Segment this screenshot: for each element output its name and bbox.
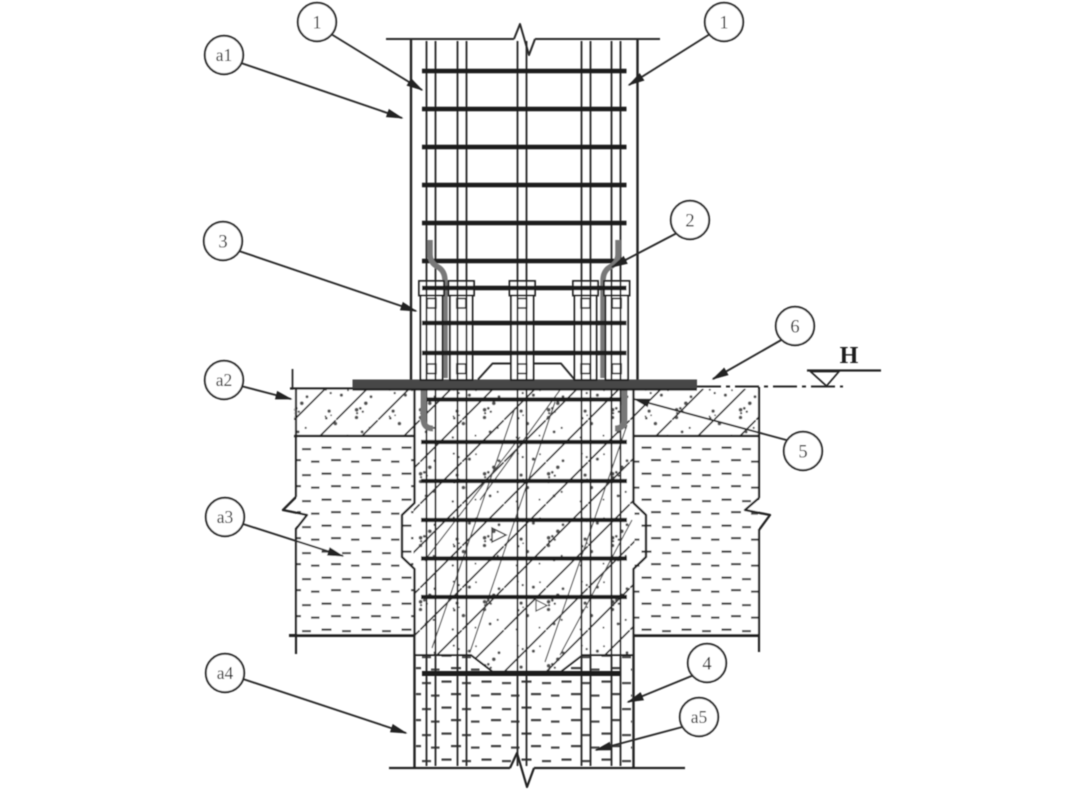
svg-text:a1: a1 [216, 45, 233, 65]
svg-text:a3: a3 [217, 507, 234, 527]
svg-text:2: 2 [685, 211, 694, 231]
svg-text:a2: a2 [216, 370, 233, 390]
svg-text:3: 3 [218, 232, 227, 252]
svg-text:H: H [840, 343, 859, 369]
svg-text:5: 5 [798, 442, 807, 462]
svg-text:1: 1 [312, 13, 321, 33]
svg-text:a5: a5 [691, 707, 708, 727]
svg-text:4: 4 [702, 654, 711, 674]
svg-text:1: 1 [719, 13, 728, 33]
svg-text:a4: a4 [217, 663, 234, 683]
svg-text:6: 6 [790, 317, 799, 337]
